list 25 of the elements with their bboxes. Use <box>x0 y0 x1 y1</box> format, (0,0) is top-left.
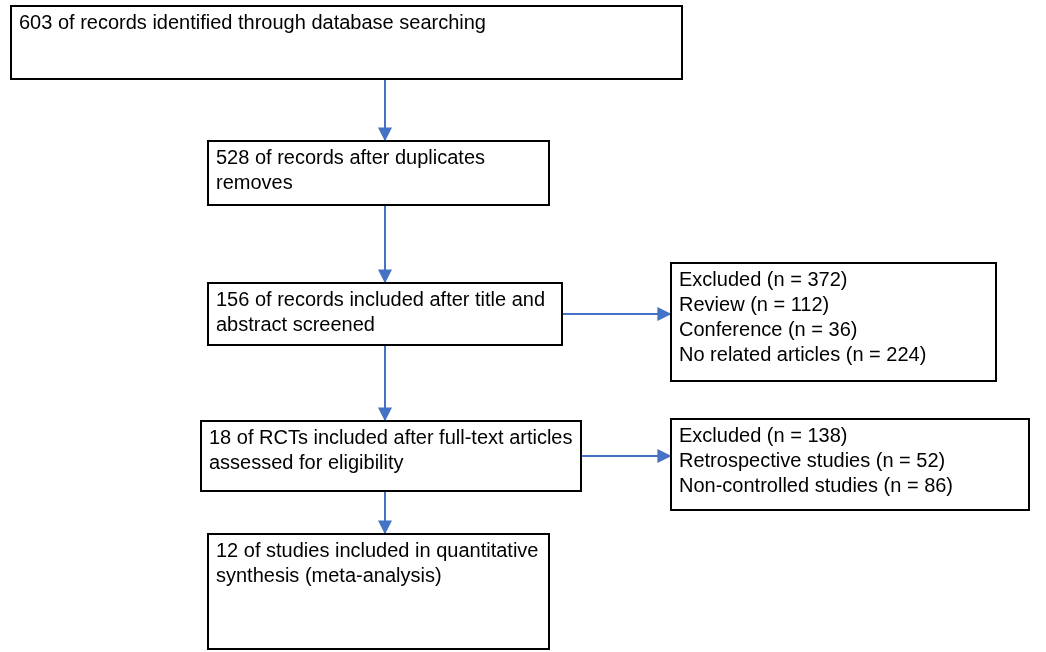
box-text: Retrospective studies (n = 52) <box>679 448 947 473</box>
process-box <box>670 262 997 382</box>
arrow <box>581 449 672 463</box>
box-text: Excluded (n = 372) <box>679 267 849 292</box>
process-box <box>10 5 683 80</box>
box-text: 528 of records after duplicates removes <box>216 145 487 195</box>
box-text: Conference (n = 36) <box>679 317 859 342</box>
arrow <box>562 307 672 321</box>
process-box <box>670 418 1030 511</box>
arrow <box>378 345 392 422</box>
process-box <box>207 140 550 206</box>
arrow <box>378 491 392 535</box>
box-text: Review (n = 112) <box>679 292 831 317</box>
box-text: Excluded (n = 138) <box>679 423 849 448</box>
arrow <box>378 79 392 142</box>
box-text: 18 of RCTs included after full-text articles assessed for eligibility <box>209 425 573 475</box>
arrow <box>378 205 392 284</box>
process-box <box>200 420 582 492</box>
box-text: 156 of records included after title and abstract screened <box>216 287 547 337</box>
box-text: Non-controlled studies (n = 86) <box>679 473 955 498</box>
box-text: 12 of studies included in quantitative synthesis (meta-analysis) <box>216 538 540 588</box>
process-box <box>207 282 563 346</box>
box-text: No related articles (n = 224) <box>679 342 928 367</box>
process-box <box>207 533 550 650</box>
box-text: 603 of records identified through database searching <box>19 10 487 35</box>
